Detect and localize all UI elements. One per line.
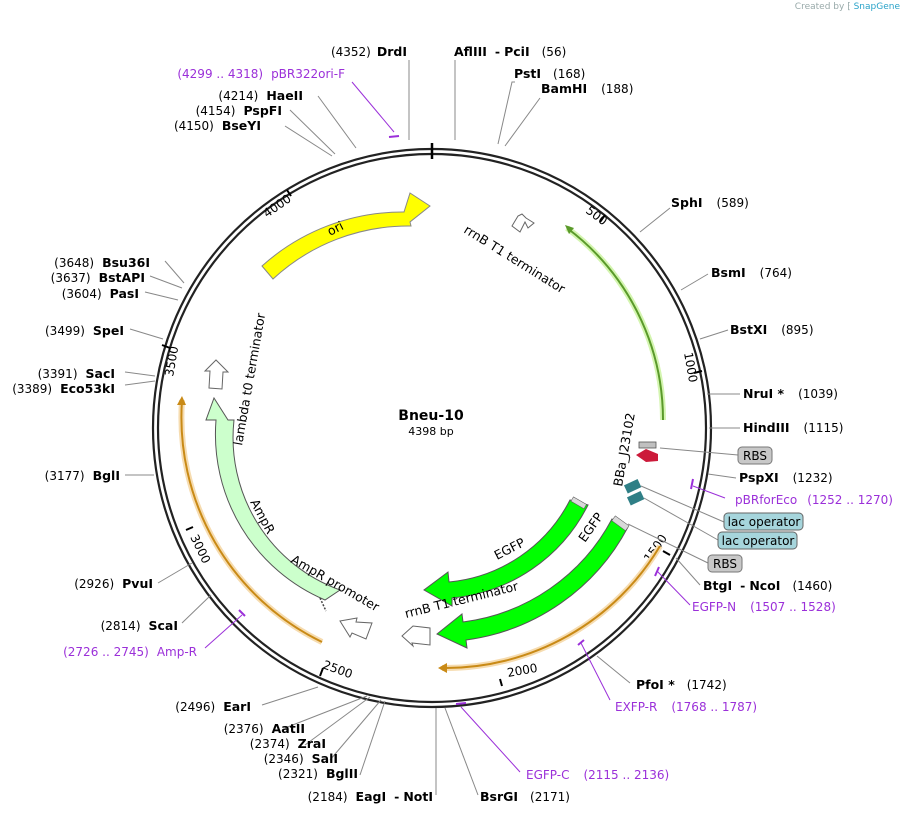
- primer-pbr322ori-f: (4299 .. 4318)pBR322ori-F: [177, 67, 345, 81]
- bba-outer-arrowhead: [565, 225, 574, 234]
- site-nrui: NruI *(1039): [743, 386, 838, 401]
- site-scai: (2814)ScaI: [101, 618, 178, 633]
- site-eagi-noti: (2184)EagI-NotI: [308, 789, 433, 804]
- site-haeii: (4214)HaeII: [218, 88, 303, 103]
- site-zrai: (2374)ZraI: [250, 736, 326, 751]
- lac-operator-badge-2-text: lac operator: [722, 534, 795, 548]
- lac-operator-badge-1-text: lac operator: [728, 515, 801, 529]
- site-bsu36i: (3648)Bsu36I: [54, 255, 150, 270]
- primer-labels: (4299 .. 4318)pBR322ori-F pBRforEco(1252…: [63, 67, 893, 782]
- site-bsmi: BsmI(764): [711, 265, 792, 280]
- site-spei: (3499)SpeI: [45, 323, 124, 338]
- bba-outer-arc: [565, 225, 666, 421]
- tick-marks: [161, 189, 703, 687]
- site-drdi: (4352)DrdI: [331, 44, 407, 59]
- site-hindiii: HindIII(1115): [743, 420, 843, 435]
- site-psti: PstI(168): [514, 66, 585, 81]
- site-pasi: (3604)PasI: [62, 286, 139, 301]
- orange-arc-left-line: [180, 399, 323, 643]
- site-sphi: SphI(589): [671, 195, 749, 210]
- orange-arc-left-arrowhead: [177, 396, 186, 405]
- bba-label: BBa_J23102: [610, 412, 638, 488]
- site-afliii-pcii: AflIII-PciI(56): [454, 44, 566, 59]
- primer-leader-lines: [204, 81, 726, 773]
- site-bamhi: BamHI(188): [541, 81, 633, 96]
- site-pspfi: (4154)PspFI: [196, 103, 282, 118]
- ampr-promoter-arrow: [339, 617, 373, 640]
- site-bstxi: BstXI(895): [730, 322, 814, 337]
- primer-egfp-c: EGFP-C(2115 .. 2136): [526, 768, 669, 782]
- rbs-gray-block: [638, 441, 657, 449]
- rbs-badge-1: RBS: [659, 446, 773, 465]
- tick-500: 500: [583, 203, 610, 228]
- site-bsrgi: BsrGI(2171): [480, 789, 570, 804]
- lac-operator-badge-2: lac operator: [643, 497, 798, 550]
- lac-operator-blocks: [623, 478, 645, 506]
- site-btgi-ncoi: BtgI-NcoI(1460): [703, 578, 832, 593]
- orange-arc-right-line: [441, 545, 661, 670]
- primer-amp-r: (2726 .. 2745)Amp-R: [63, 645, 197, 659]
- primer-egfp-n: EGFP-N(1507 .. 1528): [692, 600, 836, 614]
- site-aatii: (2376)AatII: [224, 721, 305, 736]
- primer-exfp-r: EXFP-R(1768 .. 1787): [615, 700, 757, 714]
- tick-1000: 1000: [681, 351, 700, 384]
- site-leader-lines: [124, 60, 740, 796]
- egfp-outer-cap: [611, 515, 630, 532]
- site-eco53ki: (3389)Eco53kI: [12, 381, 115, 396]
- egfp-inner-cap: [570, 496, 587, 510]
- rrnb-terminator-bottom-arrow: [401, 625, 431, 648]
- snapgene-credit: Created by ⁅ SnapGene: [795, 2, 900, 12]
- rbs-badge-1-text: RBS: [743, 449, 767, 463]
- tick-2000: 2000: [506, 661, 539, 680]
- credit-text: Created by: [794, 2, 845, 12]
- site-bstapi: (3637)BstAPI: [51, 270, 145, 285]
- plasmid-name: Bneu-10: [398, 408, 464, 424]
- egfp-outer-arrow: [436, 518, 629, 649]
- lac-operator-badge-1: lac operator: [640, 485, 804, 531]
- rrnb-terminator-top-arrow: [511, 213, 535, 233]
- rbs-badge-2-text: RBS: [713, 557, 737, 571]
- rbs-badge-2: RBS: [627, 523, 743, 573]
- lambda-terminator-label: lambda t0 terminator: [230, 311, 268, 446]
- orange-arc-right-arrowhead: [438, 663, 447, 673]
- site-pvui: (2926)PvuI: [74, 576, 153, 591]
- bba-red-arrow: [636, 449, 658, 462]
- site-eari: (2496)EarI: [175, 699, 251, 714]
- site-labels: (4352)DrdI AflIII-PciI(56) PstI(168) Bam…: [12, 44, 843, 804]
- ori-label: ori: [325, 218, 346, 239]
- site-sali: (2346)SalI: [264, 751, 338, 766]
- site-bgli: (3177)BglI: [45, 468, 120, 483]
- egfp-inner-arrow: [423, 499, 589, 607]
- ampr-dotted-mark: [319, 597, 327, 612]
- snapgene-logo-icon: ⁅: [847, 2, 851, 12]
- plasmid-length: 4398 bp: [408, 425, 453, 438]
- site-bglii: (2321)BglII: [278, 766, 358, 781]
- site-pfoi: PfoI *(1742): [636, 677, 727, 692]
- lambda-terminator-arrow: [203, 359, 230, 390]
- ori-arrow: [261, 192, 431, 280]
- tick-2500: 2500: [321, 658, 354, 682]
- site-bseyi: (4150)BseYI: [174, 118, 261, 133]
- ampr-arrow: [205, 396, 342, 601]
- primer-pbrforeco: pBRforEco(1252 .. 1270): [735, 493, 893, 507]
- bba-outer-arc-line: [566, 227, 664, 421]
- tick-3500: 3500: [162, 345, 181, 378]
- credit-brand: SnapGene: [853, 2, 900, 12]
- site-pspxi: PspXI(1232): [739, 470, 833, 485]
- site-saci: (3391)SacI: [38, 366, 115, 381]
- rrnb-terminator-top-label: rrnB T1 terminator: [461, 222, 568, 297]
